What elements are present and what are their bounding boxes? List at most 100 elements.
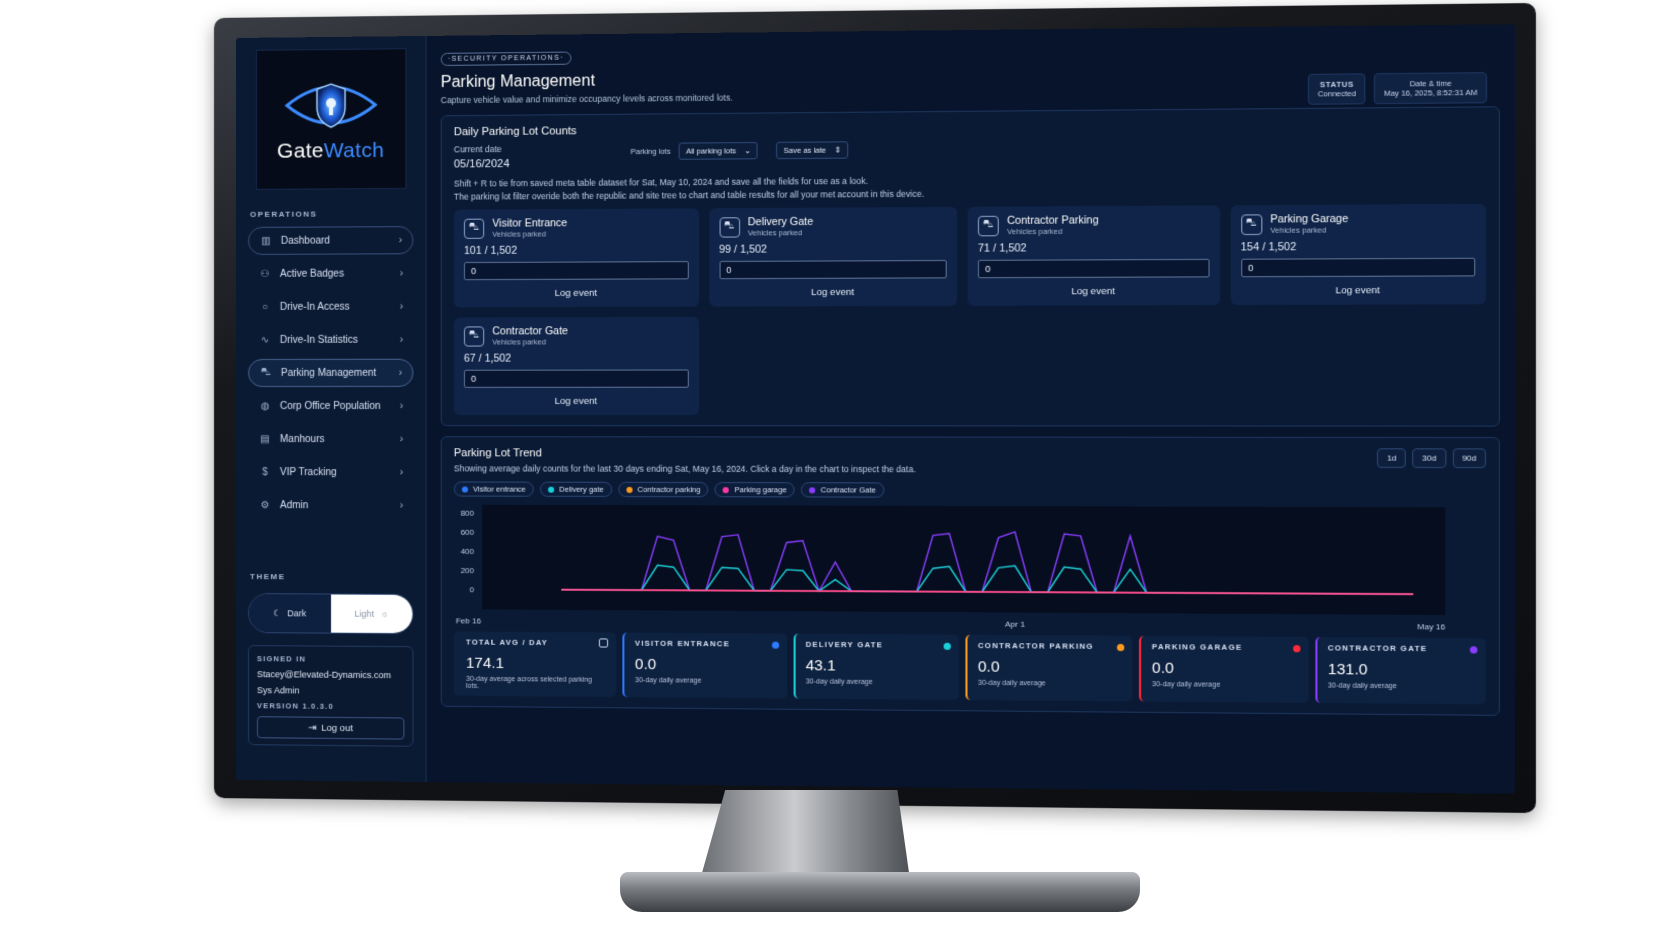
datetime-box: Date & time May 16, 2025, 8:52:31 AM: [1374, 72, 1488, 105]
stat-value: 0.0: [1151, 659, 1174, 678]
stat-desc: 30-day average across selected parking l…: [465, 675, 592, 690]
parking-lots-label: Parking lots: [630, 146, 671, 157]
signed-in-label: SIGNED IN: [256, 654, 307, 664]
datetime-value: May 16, 2025, 8:52:31 AM: [1383, 87, 1478, 98]
sidebar-item-label: Parking Management: [280, 367, 377, 379]
sidebar-item-vip-tracking[interactable]: $ VIP Tracking ›: [248, 458, 414, 486]
theme-dark-label: Dark: [287, 608, 307, 619]
legend-label: Contractor Gate: [820, 485, 876, 495]
legend-label: Contractor parking: [637, 484, 701, 495]
lot-count-input[interactable]: 0: [463, 261, 689, 281]
lot-count-input[interactable]: 0: [1240, 257, 1476, 278]
monitor-stand-base: [620, 872, 1140, 912]
settings-icon[interactable]: [599, 638, 609, 648]
sidebar-item-admin[interactable]: ⚙ Admin ›: [248, 491, 414, 520]
stat-total-avg: TOTAL AVG / DAY 174.1 30-day average acr…: [453, 631, 617, 698]
range-90d-button[interactable]: 90d: [1452, 448, 1486, 469]
sidebar-item-label: Drive-In Access: [279, 301, 350, 313]
app-version: VERSION 1.0.3.0: [256, 701, 334, 711]
trend-panel: Parking Lot Trend Showing average daily …: [440, 436, 1500, 716]
lot-sub: Vehicles parked: [492, 229, 546, 239]
legend-dot: [461, 486, 468, 493]
sidebar-item-label: Active Badges: [279, 268, 345, 280]
stat-contractor-gate: CONTRACTOR GATE 131.0 30-day daily avera…: [1314, 636, 1486, 705]
range-1d-button[interactable]: 1d: [1377, 448, 1407, 468]
legend-contractor-gate[interactable]: Contractor Gate: [801, 482, 885, 498]
car-icon: ⛍: [463, 218, 485, 239]
lot-name: Parking Garage: [1270, 212, 1349, 226]
signed-in-panel: SIGNED IN Stacey@Elevated-Dynamics.com S…: [247, 645, 414, 747]
save-as-select[interactable]: Save as late ⇕: [776, 141, 849, 160]
lot-name: Visitor Entrance: [492, 217, 568, 230]
sidebar-item-active-badges[interactable]: ⚇ Active Badges ›: [248, 259, 414, 288]
chart-plot-area: [482, 504, 1446, 616]
lot-count-input[interactable]: 0: [719, 259, 947, 280]
lot-count-input[interactable]: 0: [463, 369, 689, 388]
stat-desc: 30-day daily average: [1151, 681, 1221, 689]
legend-contractor-parking[interactable]: Contractor parking: [618, 481, 709, 498]
lot-count-input[interactable]: 0: [977, 258, 1210, 279]
log-event-button[interactable]: Log event: [810, 286, 855, 299]
stat-delivery-gate: DELIVERY GATE 43.1 30-day daily average: [793, 633, 960, 701]
theme-dark-option[interactable]: ☾ Dark: [248, 594, 331, 633]
theme-light-label: Light: [354, 608, 375, 619]
legend-visitor-entrance[interactable]: Visitor entrance: [453, 481, 534, 497]
sidebar-item-label: Drive-In Statistics: [279, 334, 358, 346]
moon-icon: ☾: [273, 607, 282, 618]
log-event-button[interactable]: Log event: [554, 395, 597, 407]
user-role: Sys Admin: [256, 685, 300, 696]
log-event-button[interactable]: Log event: [1071, 285, 1115, 298]
parking-lots-select[interactable]: All parking lots ⌄: [678, 142, 758, 160]
theme-toggle[interactable]: ☾ Dark Light ☼: [247, 593, 414, 635]
sun-icon: ☼: [380, 608, 389, 619]
lot-sub: Vehicles parked: [747, 228, 803, 238]
lot-sub: Vehicles parked: [1270, 225, 1327, 235]
chevron-right-icon: ›: [398, 366, 403, 379]
pulse-icon: ∿: [260, 334, 270, 346]
logout-button[interactable]: ⇥ Log out: [256, 716, 405, 740]
range-30d-button[interactable]: 30d: [1412, 448, 1446, 469]
updown-icon: ⇕: [834, 145, 841, 155]
eye-shield-icon: [282, 75, 378, 136]
sidebar-item-drive-in-statistics[interactable]: ∿ Drive-In Statistics ›: [248, 326, 414, 354]
lot-count: 71 / 1,502: [977, 242, 1027, 255]
y-tick-label: 200: [461, 566, 475, 575]
trend-subtitle: Showing average daily counts for the las…: [453, 463, 916, 475]
parking-lots-value: All parking lots: [685, 146, 736, 156]
y-tick-label: 800: [461, 509, 475, 518]
dollar-icon: $: [262, 466, 268, 478]
sidebar-item-corp-office-population[interactable]: ◍ Corp Office Population ›: [248, 392, 414, 420]
car-icon: ⛍: [463, 325, 485, 347]
sidebar-item-manhours[interactable]: ▤ Manhours ›: [248, 425, 414, 453]
app-screen: GateWatch OPERATIONS ▥ Dashboard › ⚇ Act…: [236, 24, 1515, 794]
car-icon: ⛍: [719, 216, 740, 238]
circle-icon: ○: [261, 301, 268, 313]
range-buttons: 1d 30d 90d: [1377, 448, 1486, 469]
legend-delivery-gate[interactable]: Delivery gate: [539, 481, 612, 497]
monitor-stand-neck: [700, 790, 910, 880]
globe-icon: ◍: [260, 400, 270, 412]
stat-value: 43.1: [805, 657, 836, 675]
status-dot-icon: [943, 642, 951, 650]
section-tag: ·SECURITY OPERATIONS·: [440, 51, 571, 66]
chevron-right-icon: ›: [398, 234, 403, 247]
lot-count: 154 / 1,502: [1240, 240, 1297, 254]
daily-counts-title: Daily Parking Lot Counts: [453, 125, 577, 139]
theme-light-option[interactable]: Light ☼: [330, 594, 413, 634]
sidebar-item-label: Corp Office Population: [279, 400, 381, 412]
log-event-button[interactable]: Log event: [1335, 285, 1380, 297]
sidebar-item-dashboard[interactable]: ▥ Dashboard ›: [247, 226, 414, 255]
sidebar-item-drive-in-access[interactable]: ○ Drive-In Access ›: [248, 292, 414, 321]
brand-name: GateWatch: [276, 138, 385, 163]
legend-parking-garage[interactable]: Parking garage: [714, 482, 795, 498]
sidebar-item-label: Admin: [279, 499, 309, 511]
sidebar-item-parking-management[interactable]: ⛍ Parking Management ›: [247, 358, 414, 387]
log-event-button[interactable]: Log event: [554, 287, 597, 299]
